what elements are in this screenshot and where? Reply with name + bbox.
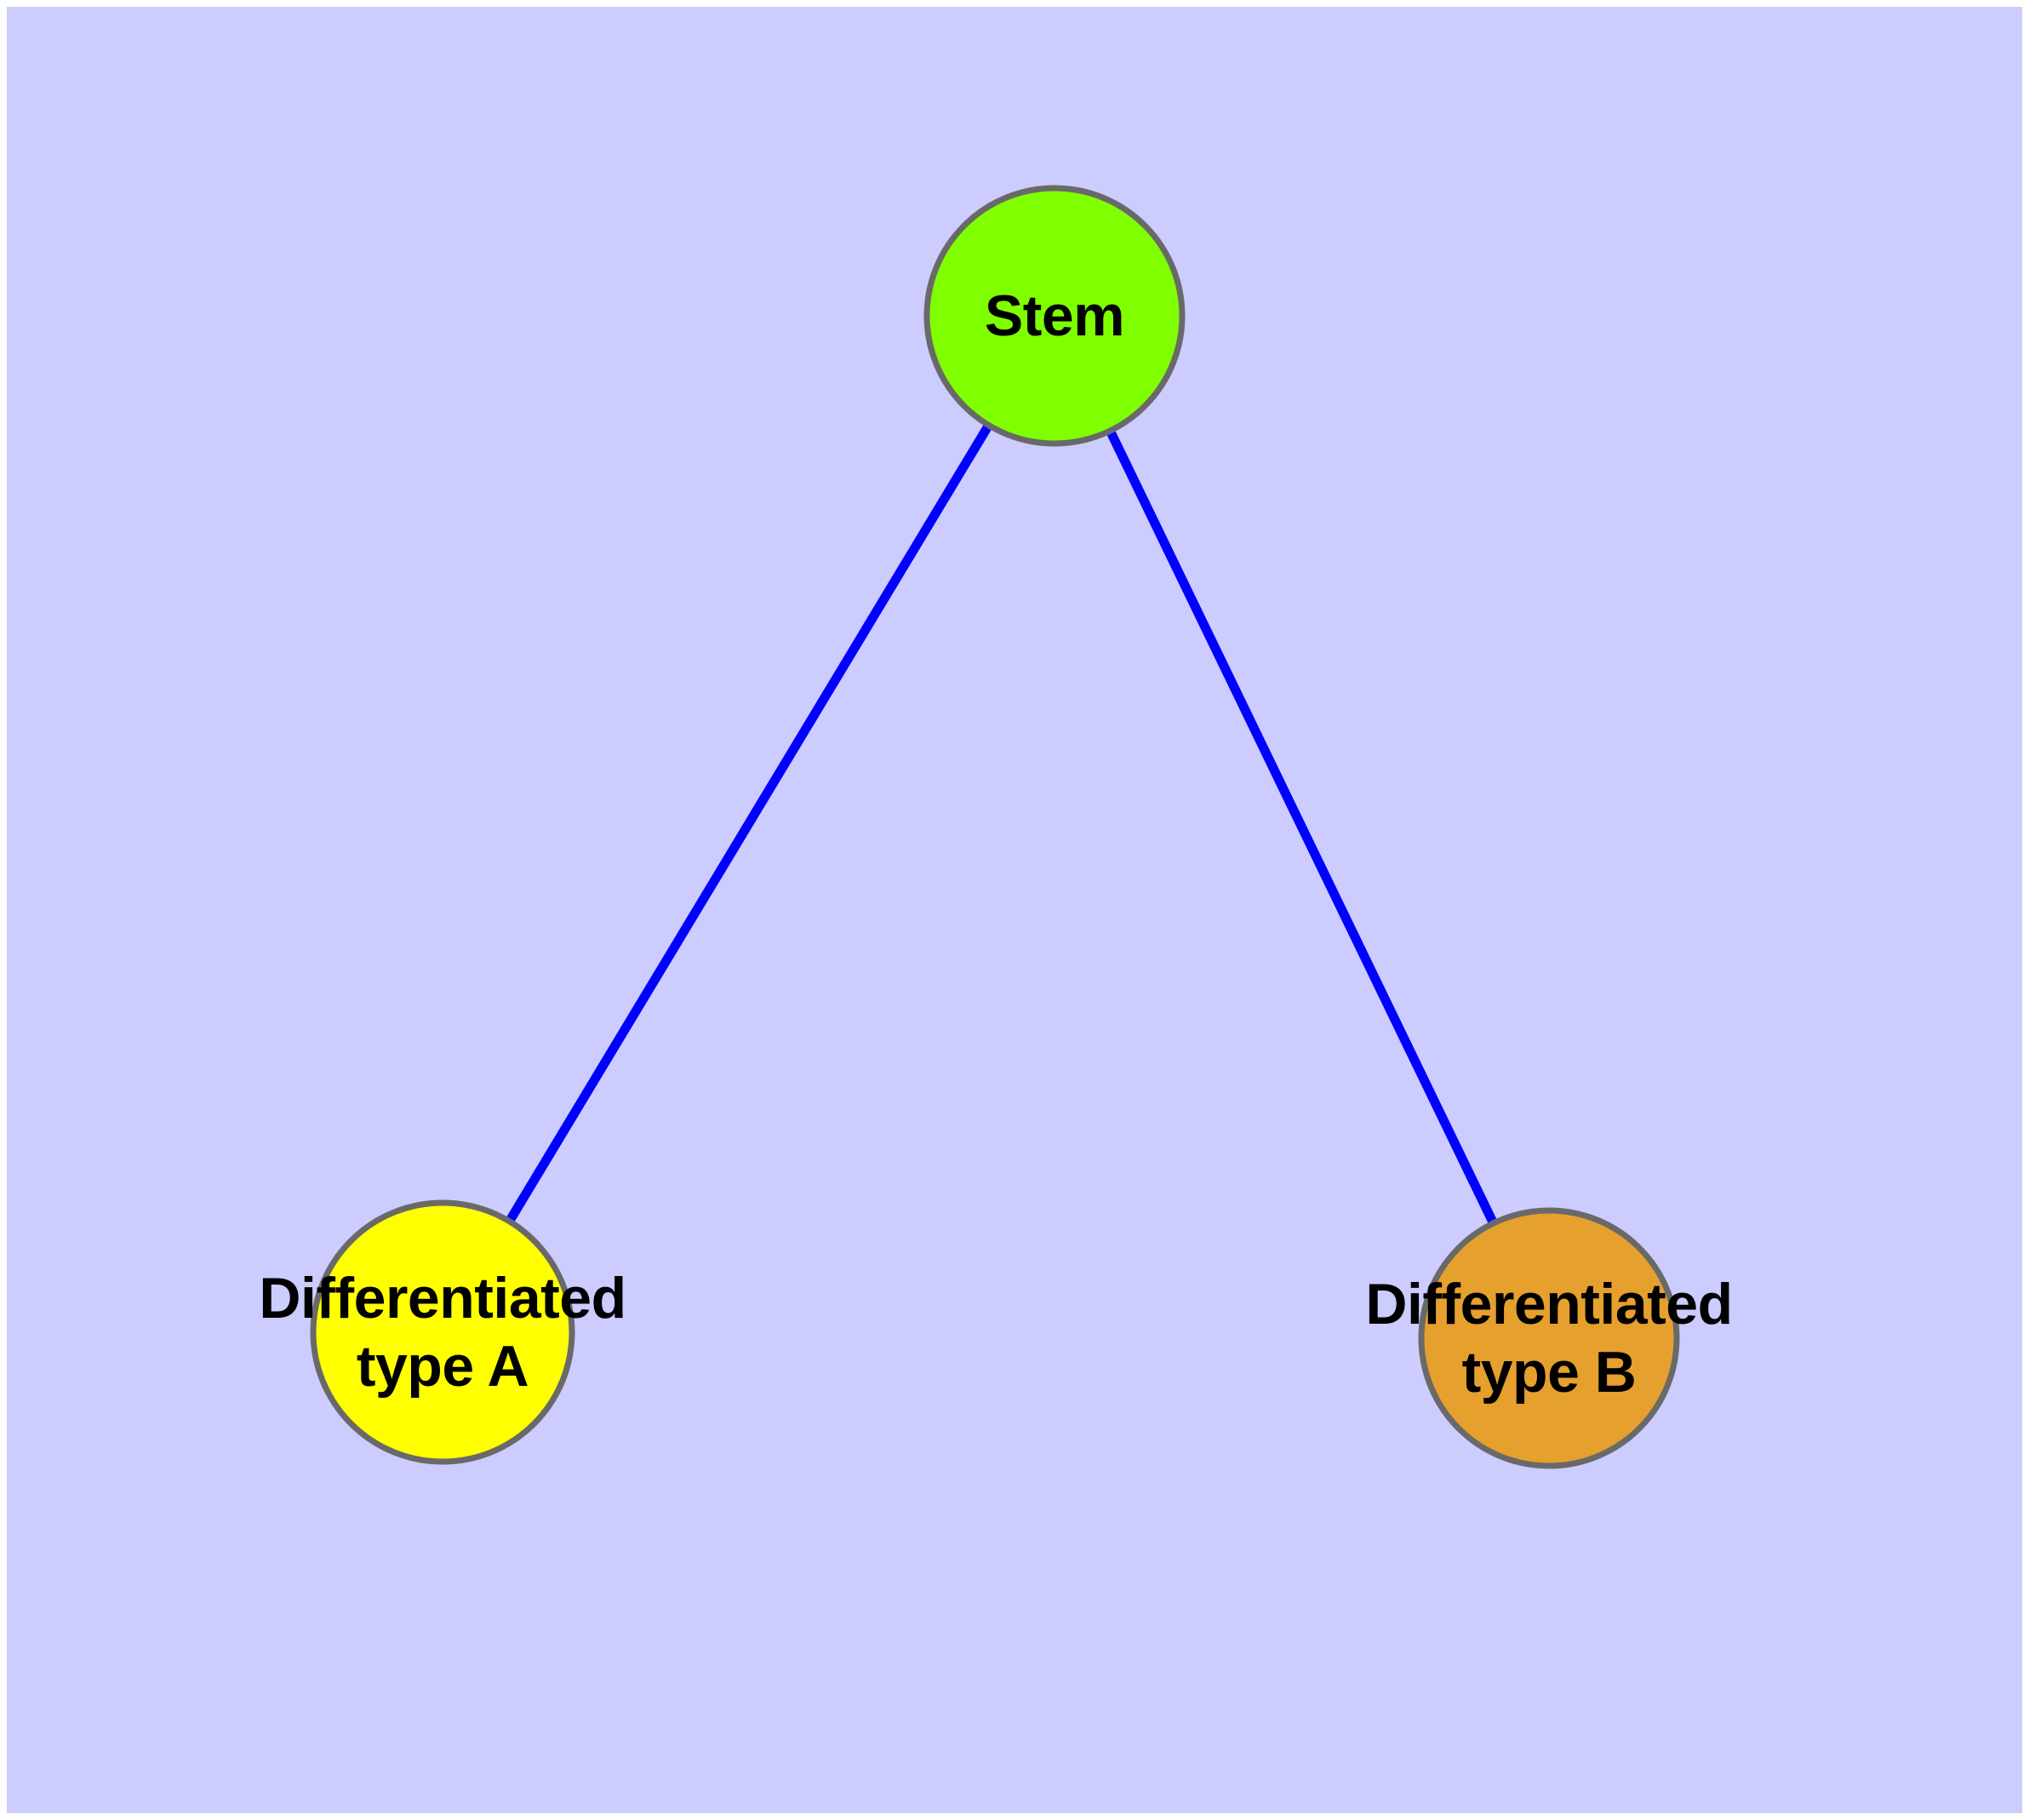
graph-edge-stem-to-diff-b <box>1106 431 1497 1223</box>
graph-node-diff_a[interactable] <box>310 1199 575 1465</box>
edge-layer <box>506 425 1497 1223</box>
graph-edge-stem-to-diff-a <box>506 425 992 1222</box>
node-layer <box>310 185 1680 1469</box>
graph-node-diff_b[interactable] <box>1418 1207 1680 1469</box>
graph-node-stem[interactable] <box>923 185 1186 447</box>
